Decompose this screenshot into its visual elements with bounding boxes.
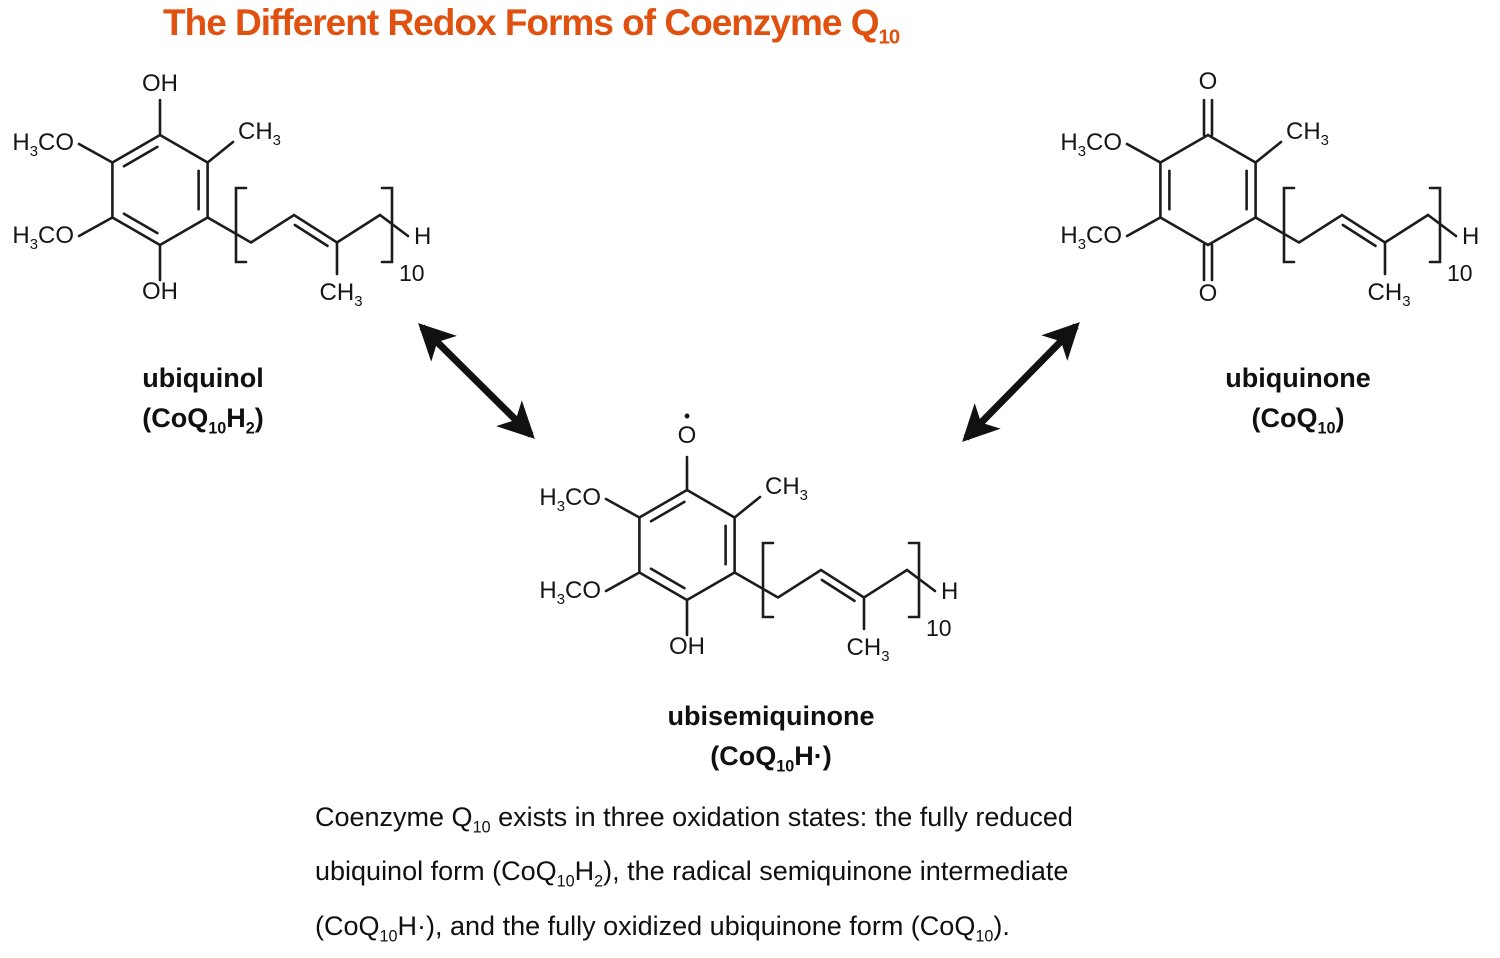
- left-bracket: [761, 541, 775, 619]
- equilibrium-arrow-left: [418, 323, 535, 439]
- ubisemiquinone-skeleton-svg: [604, 455, 937, 637]
- hydroxyl-top-label: OH: [142, 70, 178, 97]
- chain-end-h-label: H: [414, 223, 432, 250]
- isoprenoid-chain: [206, 213, 410, 245]
- ring-methyl-label: CH3: [765, 473, 808, 504]
- substituent-bonds: [604, 455, 762, 637]
- ubiquinol-structure: OH H3CO H3CO CH3 OH CH3 H 10: [0, 60, 450, 330]
- repeat-count-label: 10: [926, 615, 952, 641]
- structure-name: ubiquinol: [142, 363, 264, 393]
- ring-methyl-label: CH3: [1286, 118, 1329, 149]
- left-bracket: [234, 186, 248, 264]
- right-bracket: [380, 186, 394, 264]
- structure-formula: (CoQ10H·): [710, 741, 832, 776]
- quinone-ring: [1159, 133, 1257, 247]
- figure-caption: Coenzyme Q10 exists in three oxidation s…: [315, 795, 1073, 958]
- chain-methyl-label: CH3: [1367, 279, 1411, 310]
- chain-end-h-label: H: [941, 578, 959, 605]
- repeat-count-label: 10: [1447, 260, 1473, 286]
- chain-double-bond: [820, 578, 856, 603]
- methoxy-bottom-label: H3CO: [1060, 222, 1122, 253]
- ring-double-bonds: [1168, 169, 1248, 211]
- ubisemiquinone-label: ubisemiquinone (CoQ10H·): [621, 696, 921, 786]
- caption-line-1: Coenzyme Q10 exists in three oxidation s…: [315, 802, 1073, 837]
- methoxy-top-label: H3CO: [539, 484, 601, 515]
- radical-dot: •: [683, 406, 691, 426]
- benzene-ring: [638, 488, 736, 602]
- chain-methyl-label: CH3: [846, 634, 890, 665]
- methoxy-bottom-label: H3CO: [12, 222, 74, 253]
- equilibrium-arrow-right: [962, 322, 1080, 442]
- structure-formula: (CoQ10H2): [142, 403, 264, 438]
- ubiquinol-skeleton-svg: [77, 98, 410, 282]
- repeat-count-label: 10: [399, 260, 425, 286]
- ubisemiquinone-structure: • O H3CO H3CO CH3 OH CH3 H 10: [527, 407, 977, 685]
- benzene-ring: [111, 133, 209, 247]
- substituent-bonds: [1125, 140, 1283, 238]
- structure-name: ubiquinone: [1225, 363, 1371, 393]
- hydroxyl-bottom-label: OH: [142, 278, 178, 305]
- ubiquinone-skeleton-svg: [1125, 98, 1458, 282]
- chain-double-bond: [1341, 223, 1377, 248]
- structure-name: ubisemiquinone: [667, 701, 875, 731]
- ubiquinone-structure: O H3CO H3CO CH3 O CH3 H 10: [1048, 60, 1498, 330]
- methoxy-top-label: H3CO: [1060, 129, 1122, 160]
- right-bracket: [907, 541, 921, 619]
- carbonyl-top-double-bond: [1202, 98, 1214, 137]
- isoprenoid-chain: [1254, 213, 1458, 245]
- methoxy-top-label: H3CO: [12, 129, 74, 160]
- chain-double-bond: [293, 223, 329, 248]
- chain-end-h-label: H: [1462, 223, 1480, 250]
- ubiquinone-label: ubiquinone (CoQ10): [1148, 358, 1448, 448]
- methoxy-bottom-label: H3CO: [539, 577, 601, 608]
- oxygen-bottom-label: O: [1198, 280, 1218, 307]
- chain-methyl-label: CH3: [319, 279, 363, 310]
- caption-line-3: (CoQ10H·), and the fully oxidized ubiqui…: [315, 910, 1010, 946]
- oxygen-top-label: O: [677, 422, 697, 449]
- substituent-bonds: [77, 98, 235, 282]
- caption-line-2: ubiquinol form (CoQ10H2), the radical se…: [315, 856, 1069, 891]
- hydroxyl-bottom-label: OH: [669, 633, 705, 660]
- isoprenoid-chain: [733, 568, 937, 600]
- ubiquinol-label: ubiquinol (CoQ10H2): [53, 358, 353, 448]
- carbonyl-bottom-double-bond: [1202, 243, 1214, 282]
- right-bracket: [1428, 186, 1442, 264]
- aromatic-double-bonds: [649, 500, 727, 590]
- structure-formula: (CoQ10): [1251, 403, 1345, 438]
- aromatic-double-bonds: [122, 145, 200, 235]
- left-bracket: [1282, 186, 1296, 264]
- oxygen-top-label: O: [1198, 68, 1218, 95]
- ring-methyl-label: CH3: [238, 118, 281, 149]
- page-title: The Different Redox Forms of Coenzyme Q1…: [163, 2, 900, 49]
